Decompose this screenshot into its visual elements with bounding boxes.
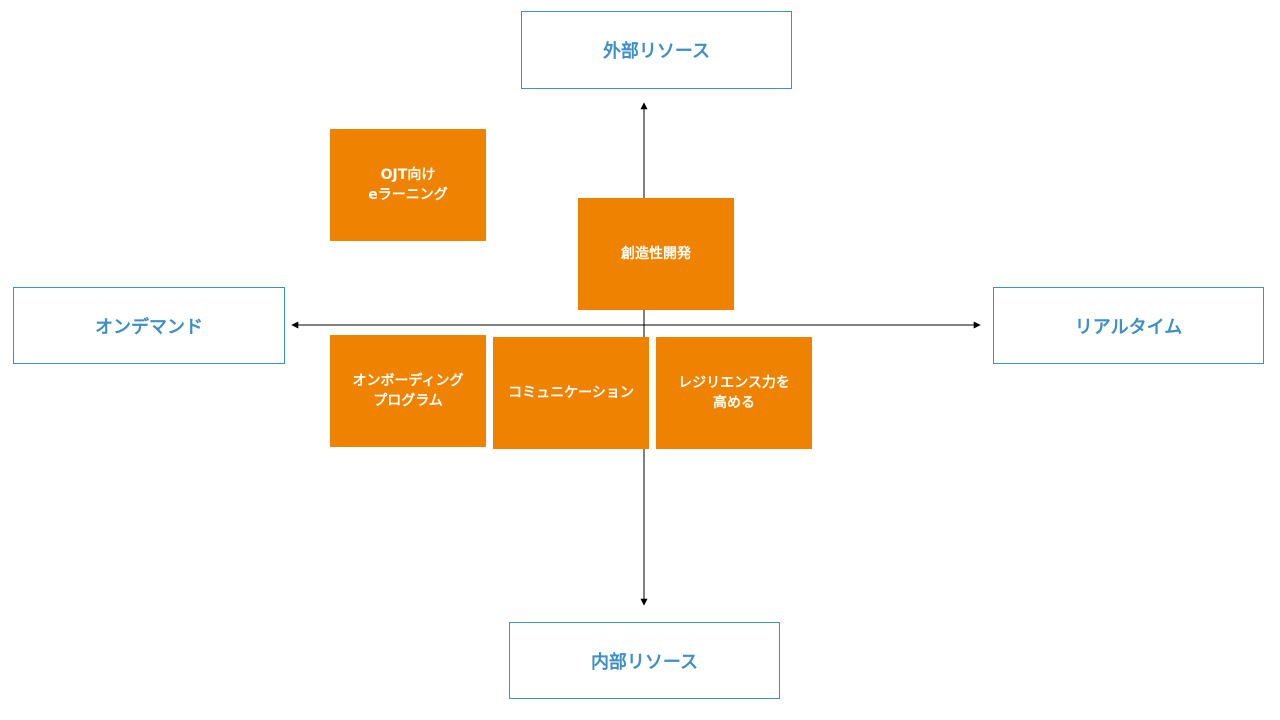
item-onboarding-program: オンボーディング プログラム — [330, 335, 486, 447]
item-ojt-elearning: OJT向け eラーニング — [330, 129, 486, 241]
axis-label-left: オンデマンド — [13, 287, 285, 364]
axis-label-right: リアルタイム — [993, 287, 1264, 364]
item-resilience: レジリエンス力を 高める — [656, 337, 812, 449]
axis-label-top: 外部リソース — [521, 11, 792, 89]
item-communication: コミュニケーション — [493, 337, 649, 449]
axis-label-bottom: 内部リソース — [509, 622, 780, 699]
item-creativity-development: 創造性開発 — [578, 198, 734, 310]
